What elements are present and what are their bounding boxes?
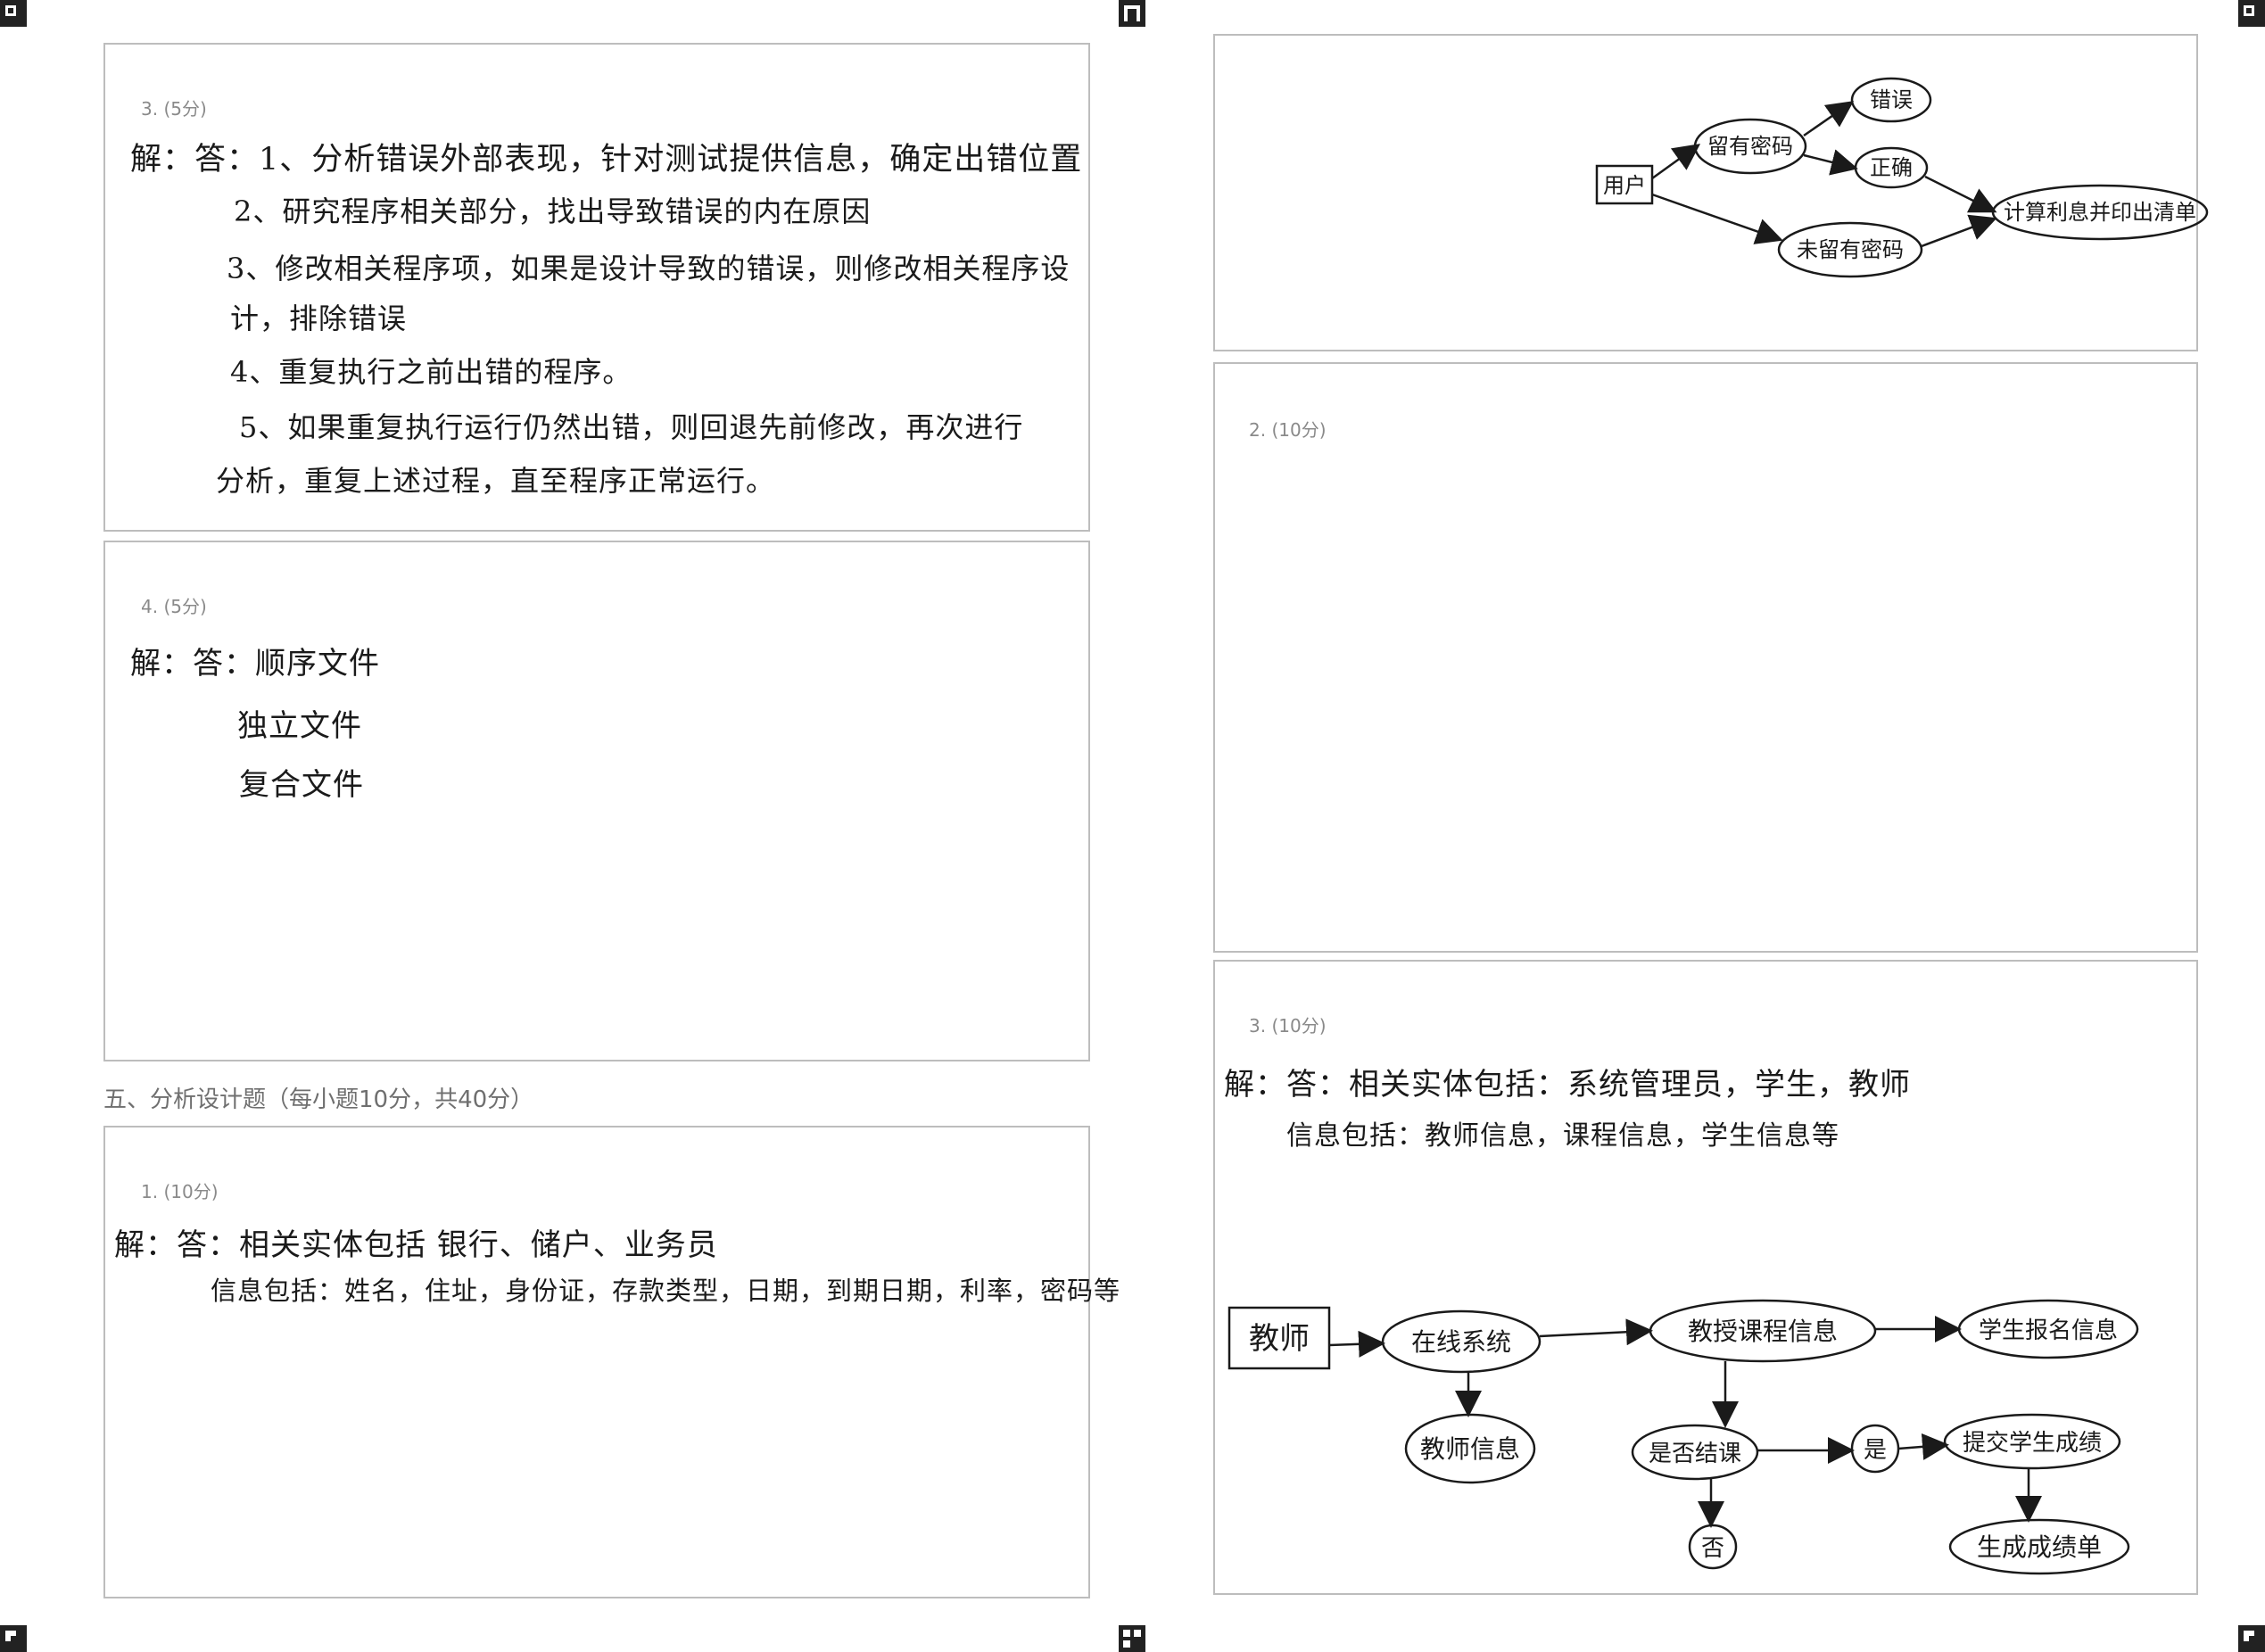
- answer-box-s5-q1: 1. (10分) 解：答：相关实体包括 银行、储户、业务员 信息包括：姓名，住址…: [103, 1126, 1120, 1598]
- edge-yes-submit: [1897, 1433, 1949, 1460]
- question-number: 3. (5分): [141, 98, 207, 120]
- label-course-ended: 是否结课: [1649, 1441, 1741, 1467]
- label-teacher: 教师: [1249, 1321, 1310, 1357]
- label-submit-grades: 提交学生成绩: [1963, 1430, 2102, 1457]
- corner-marker-top-right: [2238, 0, 2265, 27]
- answer-line-3: 复合文件: [239, 767, 364, 803]
- edge-no-process: [1921, 214, 1997, 248]
- flow-diagram-course: 教师 在线系统 教授课程信息 学生报名信息 教师信息 是否结课 是 提交学生成绩…: [1228, 1299, 2139, 1575]
- answer-line-1: 解：答：相关实体包括 银行、储户、业务员: [114, 1227, 718, 1263]
- edge-user-has: [1651, 144, 1701, 180]
- question-number: 1. (10分): [141, 1181, 219, 1202]
- answer-line-1: 解：答：顺序文件: [130, 646, 380, 681]
- corner-marker-top-center: [1119, 0, 1145, 27]
- label-error: 错误: [1870, 87, 1913, 112]
- question-number: 3. (10分): [1249, 1015, 1327, 1037]
- answer-line-2: 信息包括：教师信息，课程信息，学生信息等: [1286, 1120, 1839, 1152]
- edge-user-no: [1651, 193, 1783, 244]
- label-no: 否: [1701, 1535, 1724, 1562]
- answer-line-1: 解：答：1、分析错误外部表现，针对测试提供信息，确定出错位置: [130, 142, 1083, 178]
- node-no-password: [1777, 221, 1923, 278]
- answer-line-3: 3、修改相关程序项，如果是设计导致的错误，则修改相关程序设: [227, 252, 1071, 285]
- node-user: [1595, 164, 1654, 205]
- answer-box-q3-left: 3. (5分) 解：答：1、分析错误外部表现，针对测试提供信息，确定出错位置 2…: [103, 43, 1090, 532]
- edge-has-correct: [1803, 149, 1858, 176]
- question-number: 4. (5分): [141, 596, 207, 617]
- label-user: 用户: [1603, 173, 1646, 198]
- edge-has-error: [1803, 101, 1855, 137]
- corner-marker-top-left: [0, 0, 27, 27]
- answer-line-4: 计，排除错误: [230, 301, 408, 335]
- answer-line-7: 分析，重复上述过程，直至程序正常运行。: [216, 464, 776, 498]
- node-course-ended: [1631, 1424, 1759, 1481]
- label-has-password: 留有密码: [1707, 134, 1793, 159]
- label-process: 计算利息并印出清单: [2004, 200, 2196, 225]
- label-teacher-info: 教师信息: [1420, 1434, 1520, 1464]
- answer-line-6: 5、如果重复执行运行仍然出错，则回退先前修改，再次进行: [239, 410, 1024, 444]
- question-number: 2. (10分): [1249, 419, 1327, 441]
- answer-box-q3-right: 3. (10分) 解：答：相关实体包括：系统管理员，学生，教师 信息包括：教师信…: [1213, 960, 2198, 1595]
- node-error: [1850, 77, 1932, 123]
- edge-online-teaching: [1539, 1318, 1653, 1346]
- label-teaching-info: 教授课程信息: [1688, 1317, 1838, 1346]
- answer-box-q2-right: 2. (10分): [1213, 362, 2198, 953]
- section-title: 五、分析设计题（每小题10分，共40分）: [103, 1086, 534, 1113]
- label-yes: 是: [1864, 1437, 1887, 1464]
- node-teacher: [1228, 1306, 1331, 1370]
- answer-box-diagram-1: 用户 留有密码 错误 正确 未留有密码 计算利息并印出清单: [1213, 34, 2209, 351]
- corner-marker-bottom-left: [0, 1625, 27, 1652]
- answer-box-q4: 4. (5分) 解：答：顺序文件 独立文件 复合文件: [103, 541, 1090, 1061]
- flow-diagram-password: 用户 留有密码 错误 正确 未留有密码 计算利息并印出清单: [1595, 77, 2209, 278]
- label-correct: 正确: [1870, 155, 1913, 180]
- label-no-password: 未留有密码: [1797, 237, 1904, 262]
- answer-line-2: 独立文件: [237, 708, 362, 744]
- answer-line-1: 解：答：相关实体包括：系统管理员，学生，教师: [1224, 1067, 1911, 1103]
- answer-line-2: 2、研究程序相关部分，找出导致错误的内在原因: [234, 194, 872, 228]
- corner-marker-bottom-right: [2238, 1625, 2265, 1652]
- answer-line-2: 信息包括：姓名，住址，身份证，存款类型，日期，到期日期，利率，密码等: [211, 1276, 1121, 1306]
- label-online-system: 在线系统: [1411, 1327, 1511, 1357]
- corner-marker-bottom-center: [1119, 1625, 1145, 1652]
- edge-teacher-online: [1328, 1330, 1385, 1358]
- edge-correct-process: [1924, 175, 1997, 213]
- label-student-reg: 学生报名信息: [1979, 1317, 2118, 1344]
- label-gen-report: 生成成绩单: [1977, 1532, 2102, 1562]
- answer-line-5: 4、重复执行之前出错的程序。: [230, 355, 632, 389]
